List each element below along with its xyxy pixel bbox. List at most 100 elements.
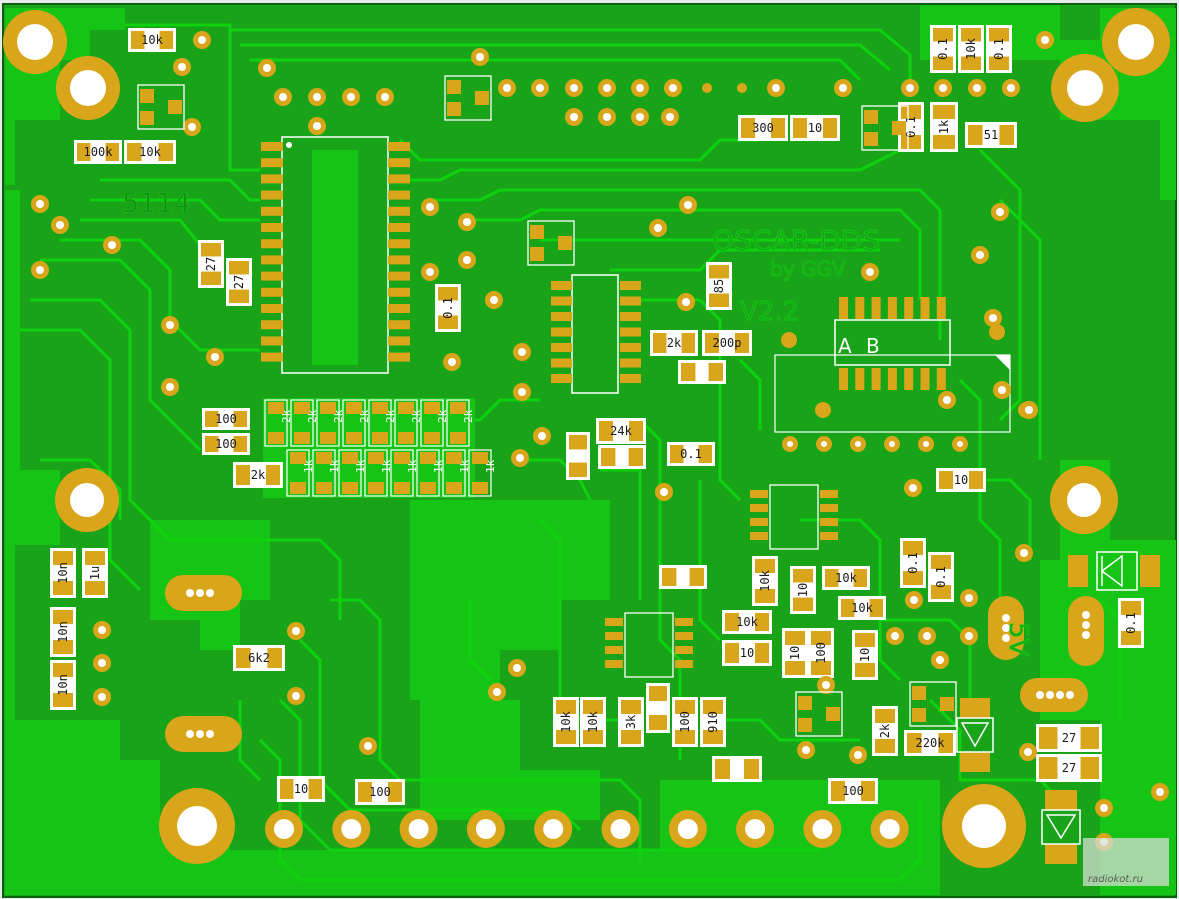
connector-drill xyxy=(745,819,766,839)
smd-pad xyxy=(280,779,294,799)
via-drill xyxy=(570,84,578,92)
smd-label-r_27_d: 27 xyxy=(1062,761,1076,775)
dds-pin xyxy=(839,297,848,319)
smd-pad xyxy=(715,759,730,779)
smd-label-r_10_bot: 10 xyxy=(294,782,308,796)
smd-pad xyxy=(85,551,105,565)
smd-pad xyxy=(771,118,785,138)
mcu-pin-left xyxy=(261,206,283,216)
sot23-pad xyxy=(864,132,878,146)
mcu-pin-right xyxy=(388,239,410,249)
array-label-1k: 1k xyxy=(328,459,341,473)
soic-pin xyxy=(620,343,641,352)
via-drill xyxy=(973,84,981,92)
mcu-pin-right xyxy=(388,206,410,216)
smd-label-r_01_tr2: 0.1 xyxy=(992,38,1006,60)
diode-symbols xyxy=(956,551,1160,864)
smd-label-r_10_b8: 10 xyxy=(796,583,810,597)
array-pad xyxy=(472,452,488,464)
smd-pad xyxy=(931,555,951,569)
smd-label-r_910: 910 xyxy=(706,711,720,733)
array-cell xyxy=(394,399,418,447)
smd-pad xyxy=(744,759,759,779)
smd-label-r_10_b9: 10 xyxy=(788,646,802,660)
opamp-pin xyxy=(605,618,623,626)
array-label-2k: 2k xyxy=(358,409,371,423)
array-pad xyxy=(290,452,306,464)
dds-pin xyxy=(920,368,930,390)
smd-label-r_10k_c1: 10k xyxy=(758,569,772,591)
smd-label-r_100_b: 100 xyxy=(215,437,237,451)
mounting-drill xyxy=(177,806,217,846)
via-drill xyxy=(166,321,174,329)
array-cell xyxy=(316,399,340,447)
smd-pad xyxy=(621,730,641,744)
mcu-pin-left xyxy=(261,190,283,200)
opamp2-pins xyxy=(605,618,693,668)
via-drill xyxy=(923,632,931,640)
drill xyxy=(787,441,793,447)
smd-pad xyxy=(628,448,643,466)
smd-pad xyxy=(705,333,719,353)
smd-pad xyxy=(933,105,955,119)
smd-pad xyxy=(649,686,667,701)
smd-pad xyxy=(703,730,723,744)
via-drill xyxy=(211,353,219,361)
smd-pad xyxy=(785,661,805,675)
via-drill xyxy=(660,488,668,496)
smd-label-r_2k_a: 2k xyxy=(667,336,682,350)
smd-pad xyxy=(793,569,813,583)
via-drill xyxy=(939,84,947,92)
dds-pins xyxy=(781,297,1034,452)
smd-label-r_24k: 24k xyxy=(610,424,632,438)
array-label-1k: 1k xyxy=(302,459,315,473)
bottom-connector xyxy=(265,810,909,848)
soic-pin xyxy=(551,343,572,352)
smd-pad xyxy=(629,421,643,441)
mcu-pin-right xyxy=(388,158,410,168)
array-label-2k: 2k xyxy=(280,409,293,423)
connector-drill xyxy=(341,819,362,839)
smd-pad xyxy=(583,700,603,714)
array-pad xyxy=(316,452,332,464)
array-cell xyxy=(364,449,388,497)
via-drill xyxy=(493,688,501,696)
marker-a: A xyxy=(838,334,852,358)
smd-pad xyxy=(1080,727,1099,749)
via-drill xyxy=(910,596,918,604)
mcu-pin-left xyxy=(261,304,283,313)
via-drill xyxy=(998,386,1006,394)
smd-pad xyxy=(999,125,1014,145)
dds-pin xyxy=(936,368,946,390)
drill xyxy=(957,441,963,447)
via-drill xyxy=(292,692,300,700)
mcu-pin-right xyxy=(388,336,410,346)
via-drill xyxy=(943,396,951,404)
sot23-pad xyxy=(168,100,182,114)
smd-label-r_10k_b2: 10k xyxy=(586,710,600,732)
smd-pad xyxy=(735,333,749,353)
smd-pad xyxy=(569,462,587,477)
mcu-pin-right xyxy=(388,352,410,362)
mounting-drill xyxy=(17,24,53,60)
smd-pad xyxy=(201,271,221,285)
smd-pad xyxy=(901,135,921,149)
smd-pad xyxy=(725,643,739,663)
via-drill xyxy=(909,484,917,492)
smd-pad xyxy=(933,56,953,70)
ic-outline-opamp-2 xyxy=(624,612,674,678)
smd-label-r_01_right: 0.1 xyxy=(904,116,918,138)
soic-pin xyxy=(620,358,641,368)
smd-pad xyxy=(961,28,981,42)
smd-label-r_10_right: 10 xyxy=(954,473,968,487)
smd-pad xyxy=(681,333,695,353)
smd-pad xyxy=(205,436,219,452)
smd-pad xyxy=(933,135,955,149)
array-pad xyxy=(420,482,436,494)
connector-drill xyxy=(274,819,294,839)
connector-drill xyxy=(543,819,564,839)
smd-pad xyxy=(388,782,402,802)
smd-pad xyxy=(831,781,845,801)
smd-pad xyxy=(811,631,831,645)
